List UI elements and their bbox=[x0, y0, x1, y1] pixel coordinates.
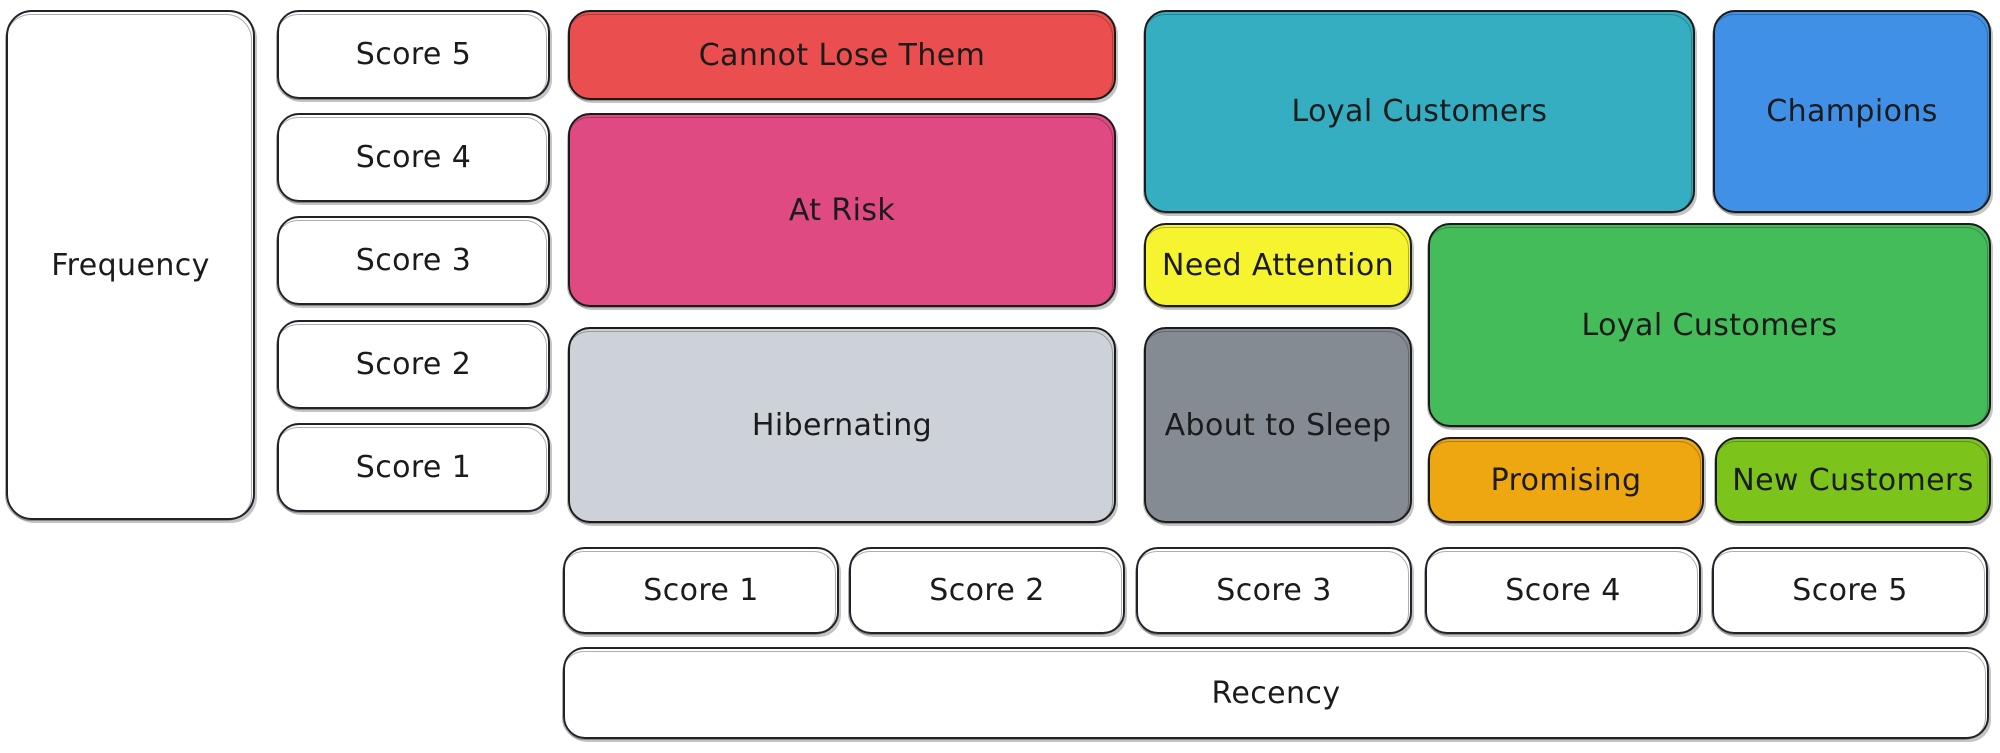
recency-score-2[interactable]: Score 2 bbox=[848, 547, 1125, 635]
segment-need-attention-label: Need Attention bbox=[1162, 247, 1394, 283]
segment-about-to-sleep[interactable]: About to Sleep bbox=[1143, 327, 1412, 524]
frequency-score-4-label: Score 4 bbox=[355, 140, 472, 175]
frequency-score-5-label: Score 5 bbox=[355, 37, 472, 72]
recency-score-5-label: Score 5 bbox=[1792, 573, 1908, 608]
recency-score-5[interactable]: Score 5 bbox=[1711, 547, 1988, 635]
segment-need-attention[interactable]: Need Attention bbox=[1143, 223, 1412, 308]
frequency-score-4[interactable]: Score 4 bbox=[276, 113, 550, 203]
recency-score-1-label: Score 1 bbox=[643, 573, 759, 608]
recency-score-1[interactable]: Score 1 bbox=[562, 547, 839, 635]
recency-axis-label: Recency bbox=[1211, 675, 1341, 711]
frequency-score-5[interactable]: Score 5 bbox=[276, 10, 550, 100]
frequency-score-3[interactable]: Score 3 bbox=[276, 216, 550, 306]
segment-promising[interactable]: Promising bbox=[1427, 437, 1704, 524]
segment-hibernating[interactable]: Hibernating bbox=[567, 327, 1116, 524]
recency-axis-label-box: Recency bbox=[562, 647, 1989, 740]
segment-hibernating-label: Hibernating bbox=[751, 407, 933, 443]
segment-loyal-customers-green[interactable]: Loyal Customers bbox=[1427, 223, 1991, 428]
segment-loyal-customers-green-label: Loyal Customers bbox=[1581, 307, 1838, 343]
segment-at-risk-label: At Risk bbox=[788, 192, 896, 228]
segment-loyal-customers-teal-label: Loyal Customers bbox=[1291, 94, 1548, 129]
frequency-score-1-label: Score 1 bbox=[355, 450, 472, 485]
segment-new-customers[interactable]: New Customers bbox=[1714, 437, 1991, 524]
frequency-score-1[interactable]: Score 1 bbox=[276, 423, 550, 513]
recency-score-4-label: Score 4 bbox=[1505, 573, 1621, 608]
segment-at-risk[interactable]: At Risk bbox=[567, 113, 1116, 308]
recency-score-4[interactable]: Score 4 bbox=[1424, 547, 1701, 635]
segment-loyal-customers-teal[interactable]: Loyal Customers bbox=[1143, 10, 1695, 214]
frequency-axis-label: Frequency bbox=[51, 247, 210, 283]
segment-about-to-sleep-label: About to Sleep bbox=[1164, 407, 1392, 443]
recency-score-3[interactable]: Score 3 bbox=[1135, 547, 1412, 635]
segment-promising-label: Promising bbox=[1490, 462, 1642, 498]
frequency-score-2[interactable]: Score 2 bbox=[276, 320, 550, 410]
frequency-score-3-label: Score 3 bbox=[355, 243, 472, 278]
segment-champions[interactable]: Champions bbox=[1712, 10, 1991, 214]
recency-score-2-label: Score 2 bbox=[929, 573, 1045, 608]
frequency-axis-label-box: Frequency bbox=[5, 10, 255, 521]
frequency-score-2-label: Score 2 bbox=[355, 347, 472, 382]
recency-score-3-label: Score 3 bbox=[1216, 573, 1332, 608]
segment-champions-label: Champions bbox=[1766, 94, 1938, 129]
segment-new-customers-label: New Customers bbox=[1732, 462, 1974, 498]
segment-cannot-lose-them-label: Cannot Lose Them bbox=[698, 37, 986, 73]
segment-cannot-lose-them[interactable]: Cannot Lose Them bbox=[567, 10, 1116, 101]
